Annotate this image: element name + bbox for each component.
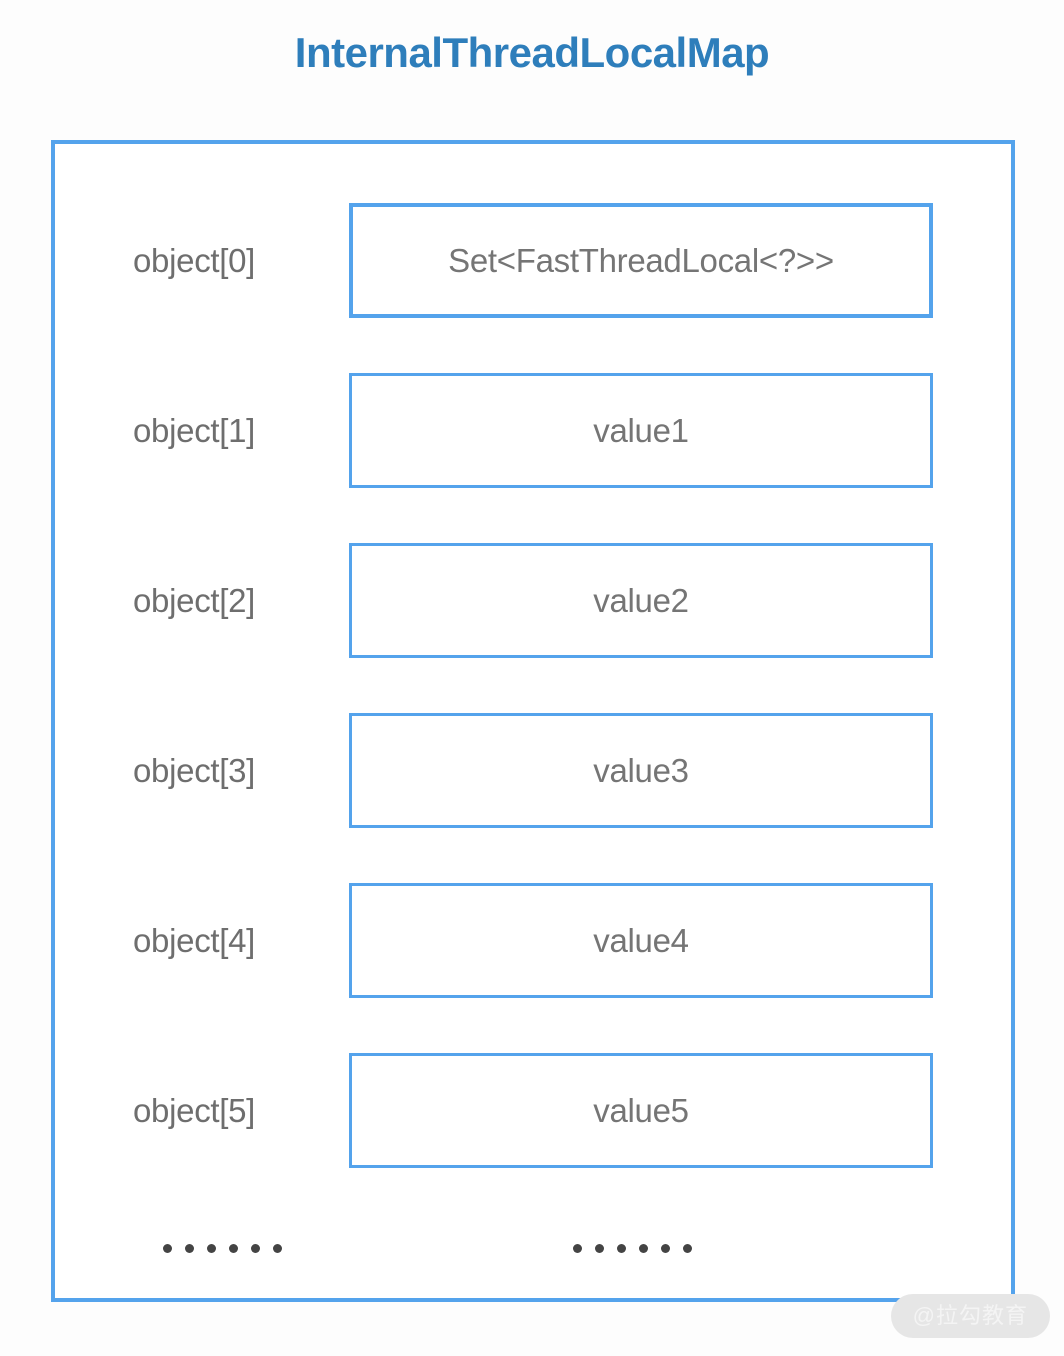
slot-value-box: value3 xyxy=(349,713,933,828)
watermark: @拉勾教育 xyxy=(890,1293,1050,1338)
internal-thread-local-map-container: object[0] Set<FastThreadLocal<?>> object… xyxy=(51,140,1015,1302)
slot-value-text: value4 xyxy=(593,921,689,959)
slot-index-label: object[1] xyxy=(133,411,256,449)
ellipsis-dots-left-icon xyxy=(163,1238,282,1258)
slot-index-label: object[5] xyxy=(133,1091,256,1129)
slot-index-label: object[3] xyxy=(133,751,256,789)
slot-value-box: value2 xyxy=(349,543,933,658)
table-row: object[2] value2 xyxy=(55,543,1011,658)
slot-value-box: value5 xyxy=(349,1053,933,1168)
table-row: object[1] value1 xyxy=(55,373,1011,488)
slot-value-box: value4 xyxy=(349,883,933,998)
slot-index-label: object[2] xyxy=(133,581,256,619)
table-row: object[5] value5 xyxy=(55,1053,1011,1168)
ellipsis-dots-right-icon xyxy=(573,1238,692,1258)
slot-value-box: value1 xyxy=(349,373,933,488)
slot-value-text: value3 xyxy=(593,751,689,789)
slot-index-label: object[0] xyxy=(133,241,256,279)
slot-index-label: object[4] xyxy=(133,921,256,959)
slot-value-text: value5 xyxy=(593,1091,689,1129)
continuation-row xyxy=(55,1222,1011,1282)
slot-value-box: Set<FastThreadLocal<?>> xyxy=(349,203,933,318)
table-row: object[0] Set<FastThreadLocal<?>> xyxy=(55,203,1011,318)
slot-value-text: value1 xyxy=(593,411,689,449)
slot-value-text: value2 xyxy=(593,581,689,619)
page-title: InternalThreadLocalMap xyxy=(294,29,770,76)
table-row: object[3] value3 xyxy=(55,713,1011,828)
table-row: object[4] value4 xyxy=(55,883,1011,998)
slot-value-text: Set<FastThreadLocal<?>> xyxy=(448,241,834,279)
